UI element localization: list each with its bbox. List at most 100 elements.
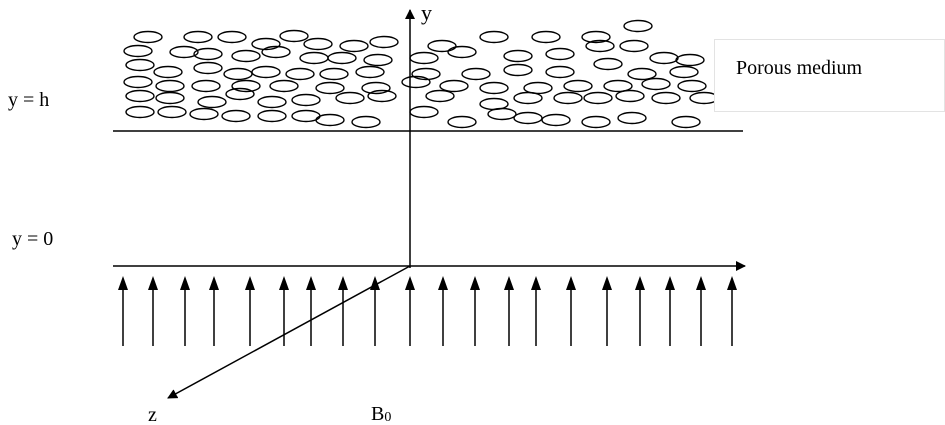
porous-particle (617, 111, 647, 125)
porous-particle (335, 91, 365, 105)
porous-particle (447, 115, 477, 129)
porous-particle (155, 91, 185, 105)
porous-particle (581, 30, 611, 44)
porous-particle (299, 51, 329, 65)
porous-particle (191, 79, 221, 93)
porous-particle (155, 79, 185, 93)
field-arrow-head (306, 276, 316, 290)
porous-particle (193, 61, 223, 75)
porous-particle (193, 47, 223, 61)
porous-particle (651, 91, 681, 105)
porous-particle (339, 39, 369, 53)
porous-particle (189, 107, 219, 121)
porous-particle (531, 30, 561, 44)
porous-particle (125, 58, 155, 72)
label-z-axis: z (148, 404, 157, 425)
field-arrow-head (504, 276, 514, 290)
porous-particle (513, 111, 543, 125)
field-arrow-head (665, 276, 675, 290)
porous-particle (545, 65, 575, 79)
label-magnetic-field: B0 (371, 403, 391, 425)
porous-particle (563, 79, 593, 93)
field-arrow-head (602, 276, 612, 290)
porous-particle (585, 39, 615, 53)
porous-particle (123, 44, 153, 58)
porous-particle (183, 30, 213, 44)
label-y-equals-0: y = 0 (12, 228, 54, 250)
porous-particle (583, 91, 613, 105)
porous-particle (677, 79, 707, 93)
porous-particle (669, 65, 699, 79)
porous-particle (675, 53, 705, 67)
porous-particle (479, 30, 509, 44)
porous-particle (251, 65, 281, 79)
porous-particle (447, 45, 477, 59)
porous-particle (315, 113, 345, 127)
porous-particle (361, 81, 391, 95)
porous-particle (627, 67, 657, 81)
porous-particle (223, 67, 253, 81)
field-arrow-head (531, 276, 541, 290)
porous-particle (125, 105, 155, 119)
porous-particle (315, 81, 345, 95)
porous-particle (623, 19, 653, 33)
field-symbol: B (371, 403, 385, 425)
porous-particle (291, 93, 321, 107)
field-arrow-head (148, 276, 158, 290)
porous-particle (439, 79, 469, 93)
porous-particle (553, 91, 583, 105)
field-subscript: 0 (384, 410, 392, 425)
field-arrow-head (635, 276, 645, 290)
porous-particle (285, 67, 315, 81)
porous-particle (503, 63, 533, 77)
porous-particle (221, 109, 251, 123)
porous-particle (153, 65, 183, 79)
porous-particle (351, 115, 381, 129)
porous-particle (593, 57, 623, 71)
porous-particle (197, 95, 227, 109)
porous-particle (487, 107, 517, 121)
field-arrow-head (470, 276, 480, 290)
legend-porous-medium: Porous medium (736, 57, 863, 79)
label-y-axis: y (421, 0, 432, 25)
legend-box: Porous medium (714, 39, 945, 112)
porous-particle (401, 75, 431, 89)
porous-particle (615, 89, 645, 103)
porous-particle (257, 95, 287, 109)
porous-particle (479, 81, 509, 95)
porous-particle (169, 45, 199, 59)
porous-particle (409, 105, 439, 119)
magnetic-field-arrows (118, 276, 737, 346)
porous-particle (603, 79, 633, 93)
porous-particle (619, 39, 649, 53)
porous-particle (427, 39, 457, 53)
porous-particle (671, 115, 701, 129)
porous-particle (133, 30, 163, 44)
porous-particle (319, 67, 349, 81)
porous-medium-particles (123, 19, 719, 129)
field-arrow-head (566, 276, 576, 290)
porous-particle (425, 89, 455, 103)
porous-particle (545, 47, 575, 61)
porous-particle (231, 79, 261, 93)
porous-particle (327, 51, 357, 65)
porous-particle (411, 67, 441, 81)
field-arrow-head (338, 276, 348, 290)
porous-particle (257, 109, 287, 123)
field-arrow-head (180, 276, 190, 290)
porous-particle (125, 89, 155, 103)
field-arrow-head (727, 276, 737, 290)
porous-particle (251, 37, 281, 51)
field-arrow-head (405, 276, 415, 290)
field-arrow-head (370, 276, 380, 290)
porous-particle (261, 45, 291, 59)
porous-particle (217, 30, 247, 44)
field-arrow-head (438, 276, 448, 290)
porous-particle (581, 115, 611, 129)
porous-particle (409, 51, 439, 65)
porous-particle (123, 75, 153, 89)
porous-particle (503, 49, 533, 63)
porous-particle (231, 49, 261, 63)
porous-particle (279, 29, 309, 43)
